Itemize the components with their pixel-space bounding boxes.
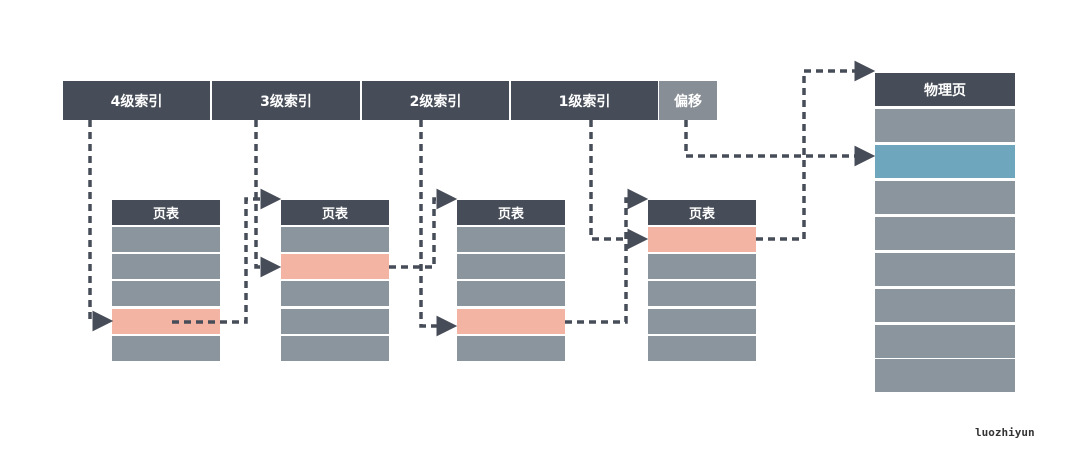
page-table-4-entry xyxy=(648,309,756,334)
page-table-4-selected-entry xyxy=(648,227,756,252)
physical-page-cell xyxy=(875,217,1015,250)
level2-index-label: 2级索引 xyxy=(409,93,462,110)
page-table-3-title: 页表 xyxy=(497,207,524,222)
offset-field: 偏移 xyxy=(659,81,717,120)
page-table-3-entry xyxy=(457,336,565,361)
arrow-table3-to-table4 xyxy=(565,188,649,324)
page-table-4-header: 页表 xyxy=(648,200,756,225)
page-table-4-title: 页表 xyxy=(688,207,715,222)
level4-index-label: 4级索引 xyxy=(110,93,163,110)
page-table-3-entry xyxy=(457,227,565,252)
page-table-3-selected-entry xyxy=(457,309,565,334)
page-table-3-entry xyxy=(457,281,565,306)
physical-page-cell xyxy=(875,253,1015,286)
arrow-offset-to-physical-cell xyxy=(684,120,876,167)
page-table-1-entry xyxy=(112,336,220,361)
page-table-2-selected-entry xyxy=(281,254,389,279)
page-table-1-title: 页表 xyxy=(152,207,179,222)
arrow-level4-to-table1 xyxy=(88,120,114,332)
level1-index-label: 1级索引 xyxy=(558,93,611,110)
page-table-4-entry xyxy=(648,254,756,279)
arrow-table2-to-table3 xyxy=(389,188,458,269)
page-table-2-entry xyxy=(281,309,389,334)
physical-page-cell xyxy=(875,359,1015,392)
offset-label: 偏移 xyxy=(674,93,702,110)
physical-page-cell xyxy=(875,109,1015,142)
physical-page-title: 物理页 xyxy=(924,82,966,99)
page-table-2-entry xyxy=(281,336,389,361)
level2-index-field: 2级索引 xyxy=(362,81,509,120)
page-table-4-entry xyxy=(648,281,756,306)
page-table-1-header: 页表 xyxy=(112,200,220,225)
page-table-1-entry xyxy=(112,281,220,306)
page-table-2-entry xyxy=(281,281,389,306)
author-credit: luozhiyun xyxy=(975,426,1035,439)
physical-page-header: 物理页 xyxy=(875,73,1015,106)
page-table-2-entry xyxy=(281,227,389,252)
page-table-2-header: 页表 xyxy=(281,200,389,225)
page-table-4-entry xyxy=(648,336,756,361)
page-table-3-entry xyxy=(457,254,565,279)
arrow-table4-to-physical-page xyxy=(756,60,876,241)
level1-index-field: 1级索引 xyxy=(511,81,658,120)
level3-index-label: 3级索引 xyxy=(260,93,312,110)
arrow-table1-to-table2 xyxy=(172,188,282,324)
page-table-3-header: 页表 xyxy=(457,200,565,225)
page-table-1-entry xyxy=(112,254,220,279)
page-table-1-entry xyxy=(112,227,220,252)
page-table-2-title: 页表 xyxy=(321,207,348,222)
physical-page-cell xyxy=(875,325,1015,358)
arrow-level1-to-table4-entry xyxy=(589,120,649,250)
level4-index-field: 4级索引 xyxy=(63,81,210,120)
physical-page-target-cell xyxy=(875,145,1015,178)
arrow-level2-to-table3-entry xyxy=(419,120,458,337)
level3-index-field: 3级索引 xyxy=(212,81,360,120)
physical-page-cell xyxy=(875,181,1015,214)
arrow-level3-to-table2-entry xyxy=(254,120,282,278)
physical-page-cell xyxy=(875,289,1015,322)
